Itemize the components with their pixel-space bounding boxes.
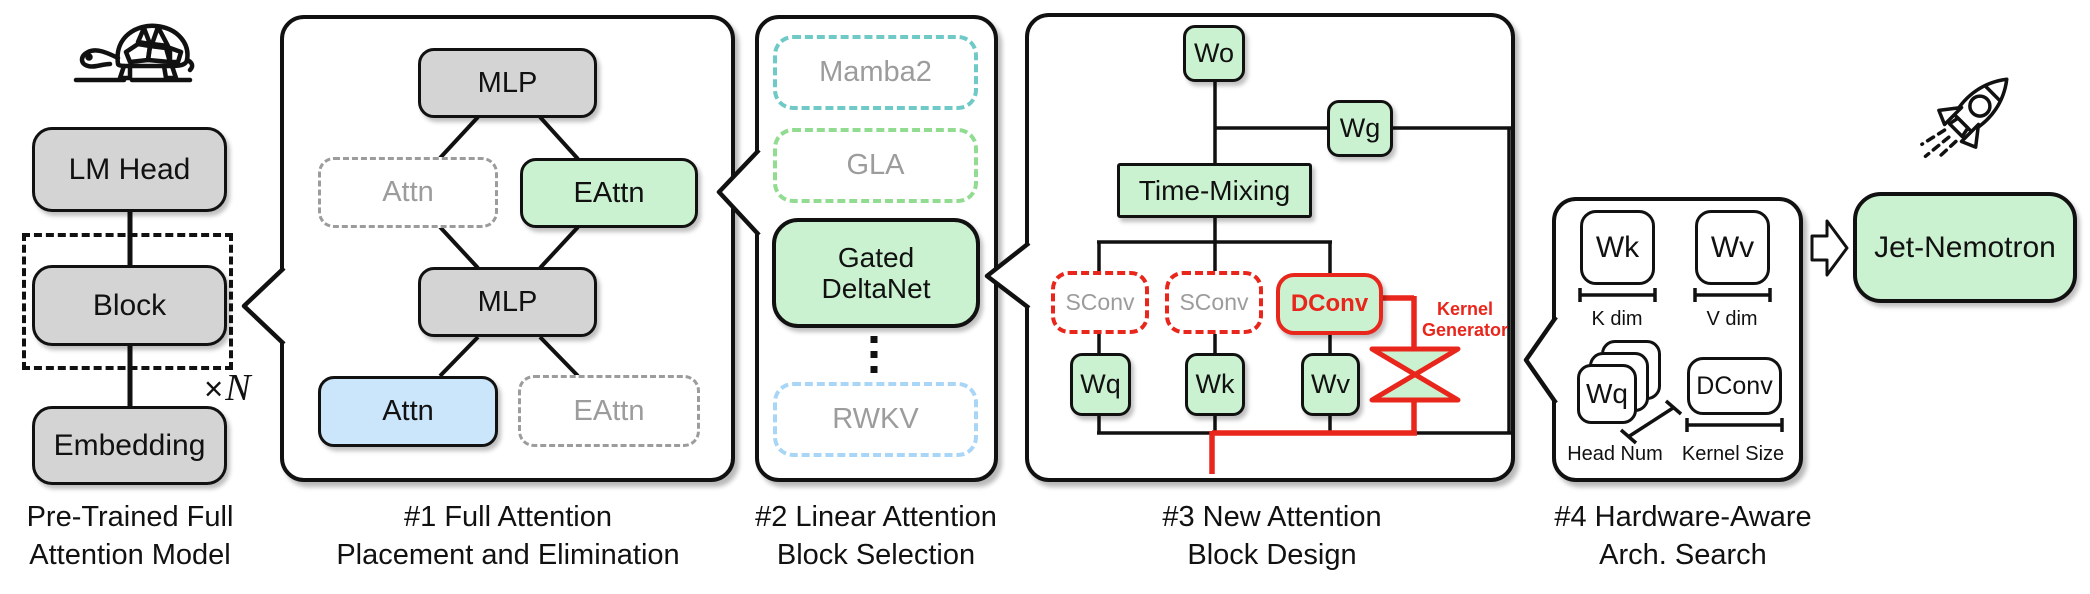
lm-head-label: LM Head <box>68 152 191 186</box>
right-arrow-icon <box>1810 219 1849 277</box>
attn-label: Attn <box>382 176 434 209</box>
eattn-label: EAttn <box>573 176 645 209</box>
step3-red-wires <box>1209 295 1417 474</box>
step3-panel-tail <box>984 241 1031 310</box>
jet-nemotron-box: Jet-Nemotron <box>1853 192 2077 303</box>
kernel-generator-line1: Kernel <box>1436 299 1494 319</box>
caption-step1-line1: #1 Full Attention <box>404 501 612 533</box>
dconv-label: DConv <box>1696 371 1773 400</box>
n-glyph: N <box>225 367 251 409</box>
step3-time-mixing-box: Time-Mixing <box>1117 163 1312 218</box>
caption-step4-line1: #4 Hardware-Aware <box>1554 501 1812 533</box>
eattn-label: EAttn <box>573 394 645 427</box>
wg-label: Wg <box>1339 113 1381 144</box>
step3-wo-box: Wo <box>1183 25 1245 82</box>
step3-wk-box: Wk <box>1185 353 1245 416</box>
step4-brackets <box>1578 288 1784 445</box>
gated-deltanet-line1: Gated <box>837 242 915 273</box>
step4-wq-box: Wq <box>1577 364 1637 424</box>
caption-step3: #3 New Attention Block Design <box>1072 498 1472 574</box>
step1-panel-tail <box>241 266 286 346</box>
turtle-icon <box>73 23 195 83</box>
caption-step2-line1: #2 Linear Attention <box>755 501 997 533</box>
block-label: Block <box>92 288 167 322</box>
k-dim-label: K dim <box>1591 308 1643 330</box>
wv-label: Wv <box>1710 230 1755 264</box>
jet-nemotron-label: Jet-Nemotron <box>1874 230 2056 264</box>
caption-step2: #2 Linear Attention Block Selection <box>696 498 1056 574</box>
step2-gated-deltanet-box: Gated DeltaNet <box>772 218 980 328</box>
caption-pretrained: Pre-Trained Full Attention Model <box>0 498 260 574</box>
embedding-box: Embedding <box>32 406 227 485</box>
time-mixing-label: Time-Mixing <box>1138 174 1291 206</box>
step2-rwkv-box: RWKV <box>773 382 978 457</box>
step4-wv-box: Wv <box>1695 210 1770 285</box>
wq-label: Wq <box>1586 378 1628 410</box>
repeat-count: × N <box>204 366 251 410</box>
mamba2-label: Mamba2 <box>819 56 932 89</box>
step4-panel-tail <box>1523 315 1558 405</box>
step4-wk-box: Wk <box>1580 210 1655 285</box>
caption-step4: #4 Hardware-Aware Arch. Search <box>1483 498 1883 574</box>
step3-sconv1-box: SConv <box>1051 271 1149 334</box>
attn-label: Attn <box>382 395 434 428</box>
kernel-size-label: Kernel Size <box>1681 443 1785 465</box>
wk-label: Wk <box>1195 369 1235 400</box>
gla-label: GLA <box>846 149 905 182</box>
step1-eattn-pruned-box: EAttn <box>518 375 700 447</box>
mlp-label: MLP <box>477 285 538 318</box>
caption-pretrained-line1: Pre-Trained Full <box>26 501 234 533</box>
step4-dconv-box: DConv <box>1687 357 1782 415</box>
caption-step2-line2: Block Selection <box>776 539 976 571</box>
wq-label: Wq <box>1080 369 1121 400</box>
kernel-generator-line2: Generator <box>1421 320 1509 340</box>
dconv-label: DConv <box>1290 290 1369 318</box>
step3-sconv2-box: SConv <box>1165 271 1263 334</box>
times-glyph: × <box>204 370 224 407</box>
caption-step1-line2: Placement and Elimination <box>336 539 680 571</box>
kernel-generator-icon <box>1369 346 1461 403</box>
wk-label: Wk <box>1595 230 1640 264</box>
step3-dconv-box: DConv <box>1276 273 1383 335</box>
step1-mlp-bottom-box: MLP <box>418 267 597 337</box>
gated-deltanet-line2: DeltaNet <box>821 273 931 304</box>
caption-pretrained-line2: Attention Model <box>29 539 231 571</box>
caption-step3-line2: Block Design <box>1187 539 1357 571</box>
kernel-generator-label: Kernel Generator <box>1385 299 1545 341</box>
step1-attn-kept-box: Attn <box>318 376 498 447</box>
step1-mlp-top-box: MLP <box>418 48 597 118</box>
step1-attn-pruned-box: Attn <box>318 157 498 228</box>
step1-connectors <box>438 115 580 378</box>
step2-mamba2-box: Mamba2 <box>773 35 978 110</box>
v-dim-label: V dim <box>1706 308 1758 330</box>
rocket-icon <box>1920 77 2009 160</box>
step2-gla-box: GLA <box>773 128 978 203</box>
caption-step1: #1 Full Attention Placement and Eliminat… <box>278 498 738 574</box>
lm-head-box: LM Head <box>32 127 227 212</box>
caption-step3-line1: #3 New Attention <box>1162 501 1382 533</box>
step2-panel-tail <box>716 148 761 237</box>
sconv-label: SConv <box>1065 289 1135 316</box>
caption-step4-line2: Arch. Search <box>1599 539 1767 571</box>
block-box: Block <box>32 265 227 346</box>
step3-wv-box: Wv <box>1301 353 1360 416</box>
step3-wg-box: Wg <box>1327 100 1393 157</box>
step1-eattn-box: EAttn <box>520 158 698 228</box>
rwkv-label: RWKV <box>832 403 919 436</box>
mlp-label: MLP <box>477 66 538 99</box>
wo-label: Wo <box>1193 38 1234 69</box>
embedding-label: Embedding <box>53 428 206 462</box>
step3-wq-box: Wq <box>1070 353 1131 416</box>
wv-label: Wv <box>1311 369 1350 400</box>
head-num-label: Head Num <box>1567 443 1663 465</box>
sconv-label: SConv <box>1179 289 1249 316</box>
